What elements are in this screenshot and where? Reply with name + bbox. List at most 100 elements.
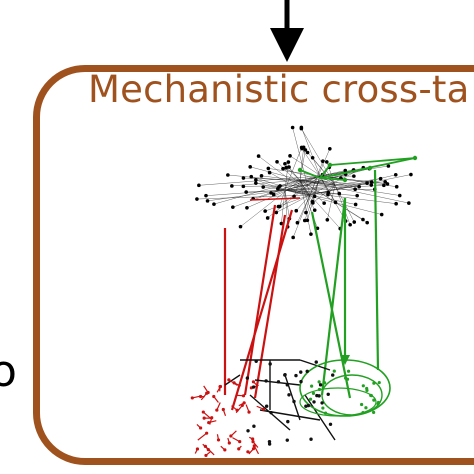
neuron-node	[305, 369, 309, 374]
network-edge	[299, 179, 315, 211]
network-node	[212, 202, 216, 206]
network-node	[378, 176, 383, 181]
network-edge	[297, 194, 311, 223]
neuron-node	[320, 401, 324, 405]
network-edge	[284, 177, 341, 191]
red-node	[237, 447, 241, 451]
green-link	[320, 197, 347, 396]
network-node	[302, 218, 307, 223]
network-edge	[319, 170, 346, 177]
green-link	[329, 157, 416, 166]
down-arrow-icon	[270, 0, 304, 62]
network-edge	[284, 173, 346, 191]
network-node	[310, 155, 315, 160]
network-node	[245, 206, 249, 210]
network-node	[383, 179, 387, 184]
neuron-node	[246, 429, 250, 433]
network-edge	[292, 194, 311, 238]
green-node	[372, 410, 376, 415]
neuron-node	[299, 379, 303, 384]
network-node	[305, 218, 310, 223]
network-node	[254, 178, 258, 182]
neuron-node	[317, 394, 321, 398]
network-node	[343, 168, 348, 173]
neuron-node	[285, 438, 289, 442]
red-node	[218, 384, 223, 389]
neuron-node	[326, 392, 330, 397]
neuron-node	[331, 373, 335, 377]
green-node	[323, 411, 328, 415]
network-node	[355, 193, 359, 198]
red-node	[221, 407, 225, 412]
neuron-node	[304, 404, 308, 408]
network-node	[241, 176, 246, 180]
network-node	[361, 217, 365, 222]
network-node	[286, 160, 291, 164]
network-node	[312, 208, 317, 212]
green-node	[310, 384, 314, 388]
network-node	[386, 164, 391, 168]
red-link	[249, 197, 301, 201]
network-node	[326, 192, 330, 197]
network-edge	[289, 155, 336, 186]
red-node	[235, 408, 239, 412]
green-node	[311, 391, 316, 395]
network-edge	[299, 179, 372, 186]
neuron-branch	[299, 359, 331, 371]
neuron-node	[268, 362, 272, 366]
red-node	[216, 438, 221, 442]
network-node	[353, 187, 357, 192]
network-node	[261, 185, 266, 189]
network-node	[305, 150, 310, 155]
network-node	[348, 222, 352, 227]
network-node	[291, 235, 295, 240]
red-node	[190, 396, 194, 400]
neuron-node	[269, 410, 273, 415]
network-node	[284, 165, 288, 170]
green-link	[373, 169, 380, 371]
neuron-node	[312, 400, 316, 404]
red-node	[241, 394, 246, 398]
network-node	[292, 194, 296, 199]
network-edge	[240, 179, 301, 227]
network-edge	[327, 184, 336, 220]
green-node	[372, 398, 376, 402]
network-edge	[265, 194, 311, 212]
network-node	[244, 190, 249, 194]
network-edge	[255, 182, 311, 196]
neuron-node	[294, 373, 298, 378]
green-node	[321, 406, 325, 410]
network-node	[266, 166, 271, 171]
red-link	[243, 204, 277, 396]
network-node	[279, 221, 284, 226]
red-link	[253, 214, 287, 399]
network-node	[397, 193, 402, 198]
network-edge	[269, 172, 311, 196]
network-node	[352, 174, 356, 178]
green-node	[376, 402, 380, 406]
network-node	[259, 174, 264, 178]
red-node	[251, 447, 256, 451]
network-edge	[250, 166, 301, 181]
network-node	[295, 220, 300, 225]
network-node	[287, 165, 291, 169]
neuron-node	[267, 442, 272, 446]
green-link	[319, 157, 416, 179]
neuron-node	[251, 385, 256, 389]
red-node	[195, 447, 200, 451]
network-edge	[309, 161, 324, 196]
neuron-node	[264, 379, 268, 383]
network-node	[231, 205, 235, 209]
network-edge	[284, 189, 397, 204]
network-edge	[261, 175, 336, 186]
network-node	[195, 197, 199, 201]
network-node	[365, 181, 369, 185]
red-node	[242, 401, 246, 405]
network-edge	[284, 185, 384, 191]
neuron-branch	[224, 374, 241, 386]
green-node	[361, 411, 365, 415]
network-edge	[263, 186, 286, 191]
green-node	[346, 369, 351, 373]
network-node	[407, 201, 411, 205]
